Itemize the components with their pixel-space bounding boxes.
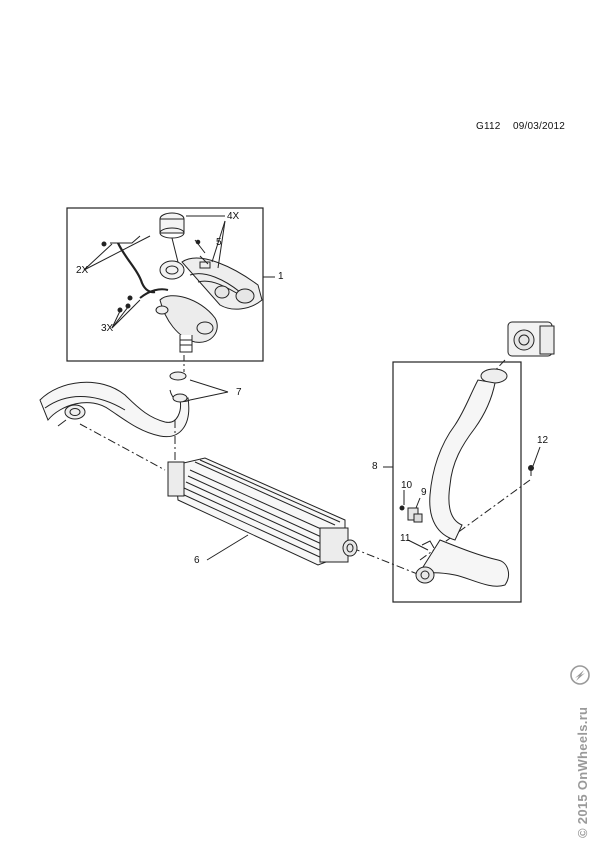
callout-7: 7 [236,387,242,398]
turbocharger [101,212,263,353]
callout-9: 9 [421,487,427,498]
throttle-body [507,321,555,357]
callout-11: 11 [400,533,411,544]
intercooler [167,457,358,566]
callout-8: 8 [372,461,378,472]
turbo-detail-box [66,207,264,362]
intake-hose-left [39,371,191,438]
callout-5: 5 [216,237,222,248]
watermark-text: © 2015 OnWheels.ru [575,706,590,838]
callout-1: 1 [278,271,284,282]
intake-hose-right [399,368,534,587]
onwheels-logo-icon [570,665,590,685]
callout-3x: 3X [101,323,114,334]
callout-6: 6 [194,555,200,566]
callout-10: 10 [401,480,413,491]
callout-4x: 4X [227,211,240,222]
diagram-code: G112 [476,121,501,132]
callout-2x: 2X [76,265,89,276]
diagram-date: 09/03/2012 [513,121,566,132]
hose-detail-box [392,361,522,603]
callout-12: 12 [537,435,549,446]
